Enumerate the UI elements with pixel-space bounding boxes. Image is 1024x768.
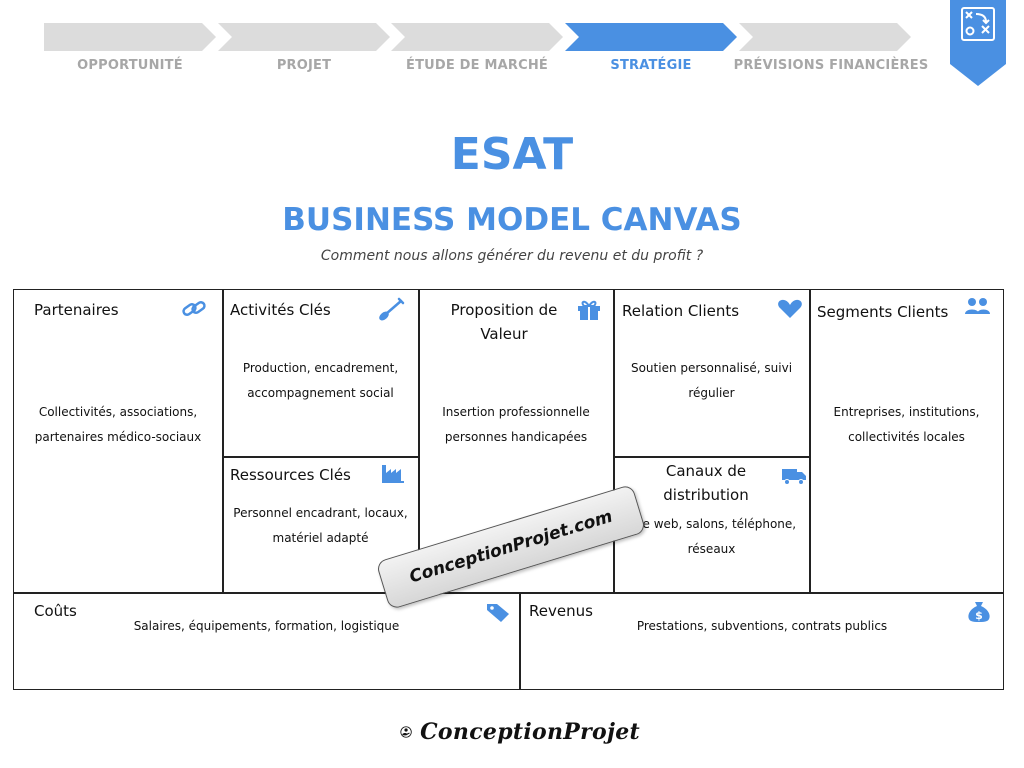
step-arrow-2[interactable] <box>218 23 390 51</box>
step-label-previsions-financieres[interactable]: PRÉVISIONS FINANCIÈRES <box>733 58 929 73</box>
cell-body-couts: Salaires, équipements, formation, logist… <box>133 619 400 633</box>
factory-icon <box>382 465 404 483</box>
cell-relation-clients[interactable]: Relation Clients Soutien personnalisé, s… <box>614 290 809 456</box>
page-description: Comment nous allons générer du revenu et… <box>320 248 704 264</box>
cell-body-activites-cles: Production, encadrement, accompagnement … <box>242 361 399 400</box>
cell-partenaires[interactable]: Partenaires Collectivités, associations,… <box>14 290 222 592</box>
cell-title-activites-cles: Activités Clés <box>230 301 331 319</box>
cell-title-proposition-de-valeur: Proposition de Valeur <box>450 301 558 343</box>
truck-icon <box>782 469 806 485</box>
cell-title-relation-clients: Relation Clients <box>622 302 740 320</box>
page-title: ESAT <box>450 129 574 180</box>
cell-body-segments-clients: Entreprises, institutions, collectivités… <box>833 405 980 444</box>
cell-activites-cles[interactable]: Activités Clés Production, encadrement, … <box>223 290 418 456</box>
cell-body-proposition-de-valeur: Insertion professionnelle personnes hand… <box>442 405 590 444</box>
step-arrow-1[interactable] <box>44 23 216 51</box>
cell-title-ressources-cles: Ressources Clés <box>230 466 351 484</box>
gift-icon <box>578 300 600 320</box>
cell-revenus[interactable]: Revenus $ Prestations, subventions, cont… <box>521 594 1003 689</box>
footer-logo[interactable]: ConceptionProjet <box>400 712 640 752</box>
step-label-opportunite[interactable]: OPPORTUNITÉ <box>77 58 183 73</box>
heart-icon <box>778 299 802 318</box>
cell-title-segments-clients: Segments Clients <box>817 303 949 321</box>
svg-text:$: $ <box>975 609 983 622</box>
cell-segments-clients[interactable]: Segments Clients Entreprises, institutio… <box>810 290 1003 592</box>
stepper-arrows <box>44 23 911 51</box>
step-label-projet[interactable]: PROJET <box>276 58 332 73</box>
step-label-etude-de-marche[interactable]: ÉTUDE DE MARCHÉ <box>405 58 548 73</box>
page-subtitle: BUSINESS MODEL CANVAS <box>282 202 742 238</box>
progress-stepper: OPPORTUNITÉ PROJET ÉTUDE DE MARCHÉ STRAT… <box>0 0 1024 90</box>
cell-title-revenus: Revenus <box>529 602 593 620</box>
step-arrow-4[interactable] <box>565 23 737 51</box>
hand-coin-icon <box>400 726 412 738</box>
cell-proposition-de-valeur[interactable]: Proposition de Valeur Insertion professi… <box>419 290 613 592</box>
cell-body-canaux-de-distribution: Site web, salons, téléphone, réseaux <box>626 517 797 556</box>
link-icon <box>182 301 206 316</box>
shovel-icon <box>379 297 405 321</box>
cell-ressources-cles[interactable]: Ressources Clés Personnel encadrant, loc… <box>223 457 418 592</box>
cell-canaux-de-distribution[interactable]: Canaux de distribution Site web, salons,… <box>614 457 809 592</box>
cell-couts[interactable]: Coûts Salaires, équipements, formation, … <box>14 594 519 689</box>
step-arrow-5[interactable] <box>739 23 911 51</box>
cell-title-partenaires: Partenaires <box>34 301 119 319</box>
cell-body-ressources-cles: Personnel encadrant, locaux, matériel ad… <box>233 506 408 545</box>
footer-brand: ConceptionProjet <box>420 719 640 745</box>
cell-title-couts: Coûts <box>34 602 77 620</box>
cell-body-relation-clients: Soutien personnalisé, suivi régulier <box>630 361 793 400</box>
business-model-canvas: Partenaires Collectivités, associations,… <box>13 289 1004 690</box>
step-arrow-3[interactable] <box>391 23 563 51</box>
cell-title-canaux-de-distribution: Canaux de distribution <box>663 462 749 504</box>
step-label-strategie[interactable]: STRATÉGIE <box>610 58 692 73</box>
users-icon <box>965 298 990 314</box>
cell-body-partenaires: Collectivités, associations, partenaires… <box>34 405 202 444</box>
price-tag-icon <box>487 604 509 622</box>
strategy-board-icon[interactable] <box>950 0 1006 88</box>
money-bag-icon: $ <box>968 602 990 622</box>
cell-body-revenus: Prestations, subventions, contrats publi… <box>636 619 888 633</box>
